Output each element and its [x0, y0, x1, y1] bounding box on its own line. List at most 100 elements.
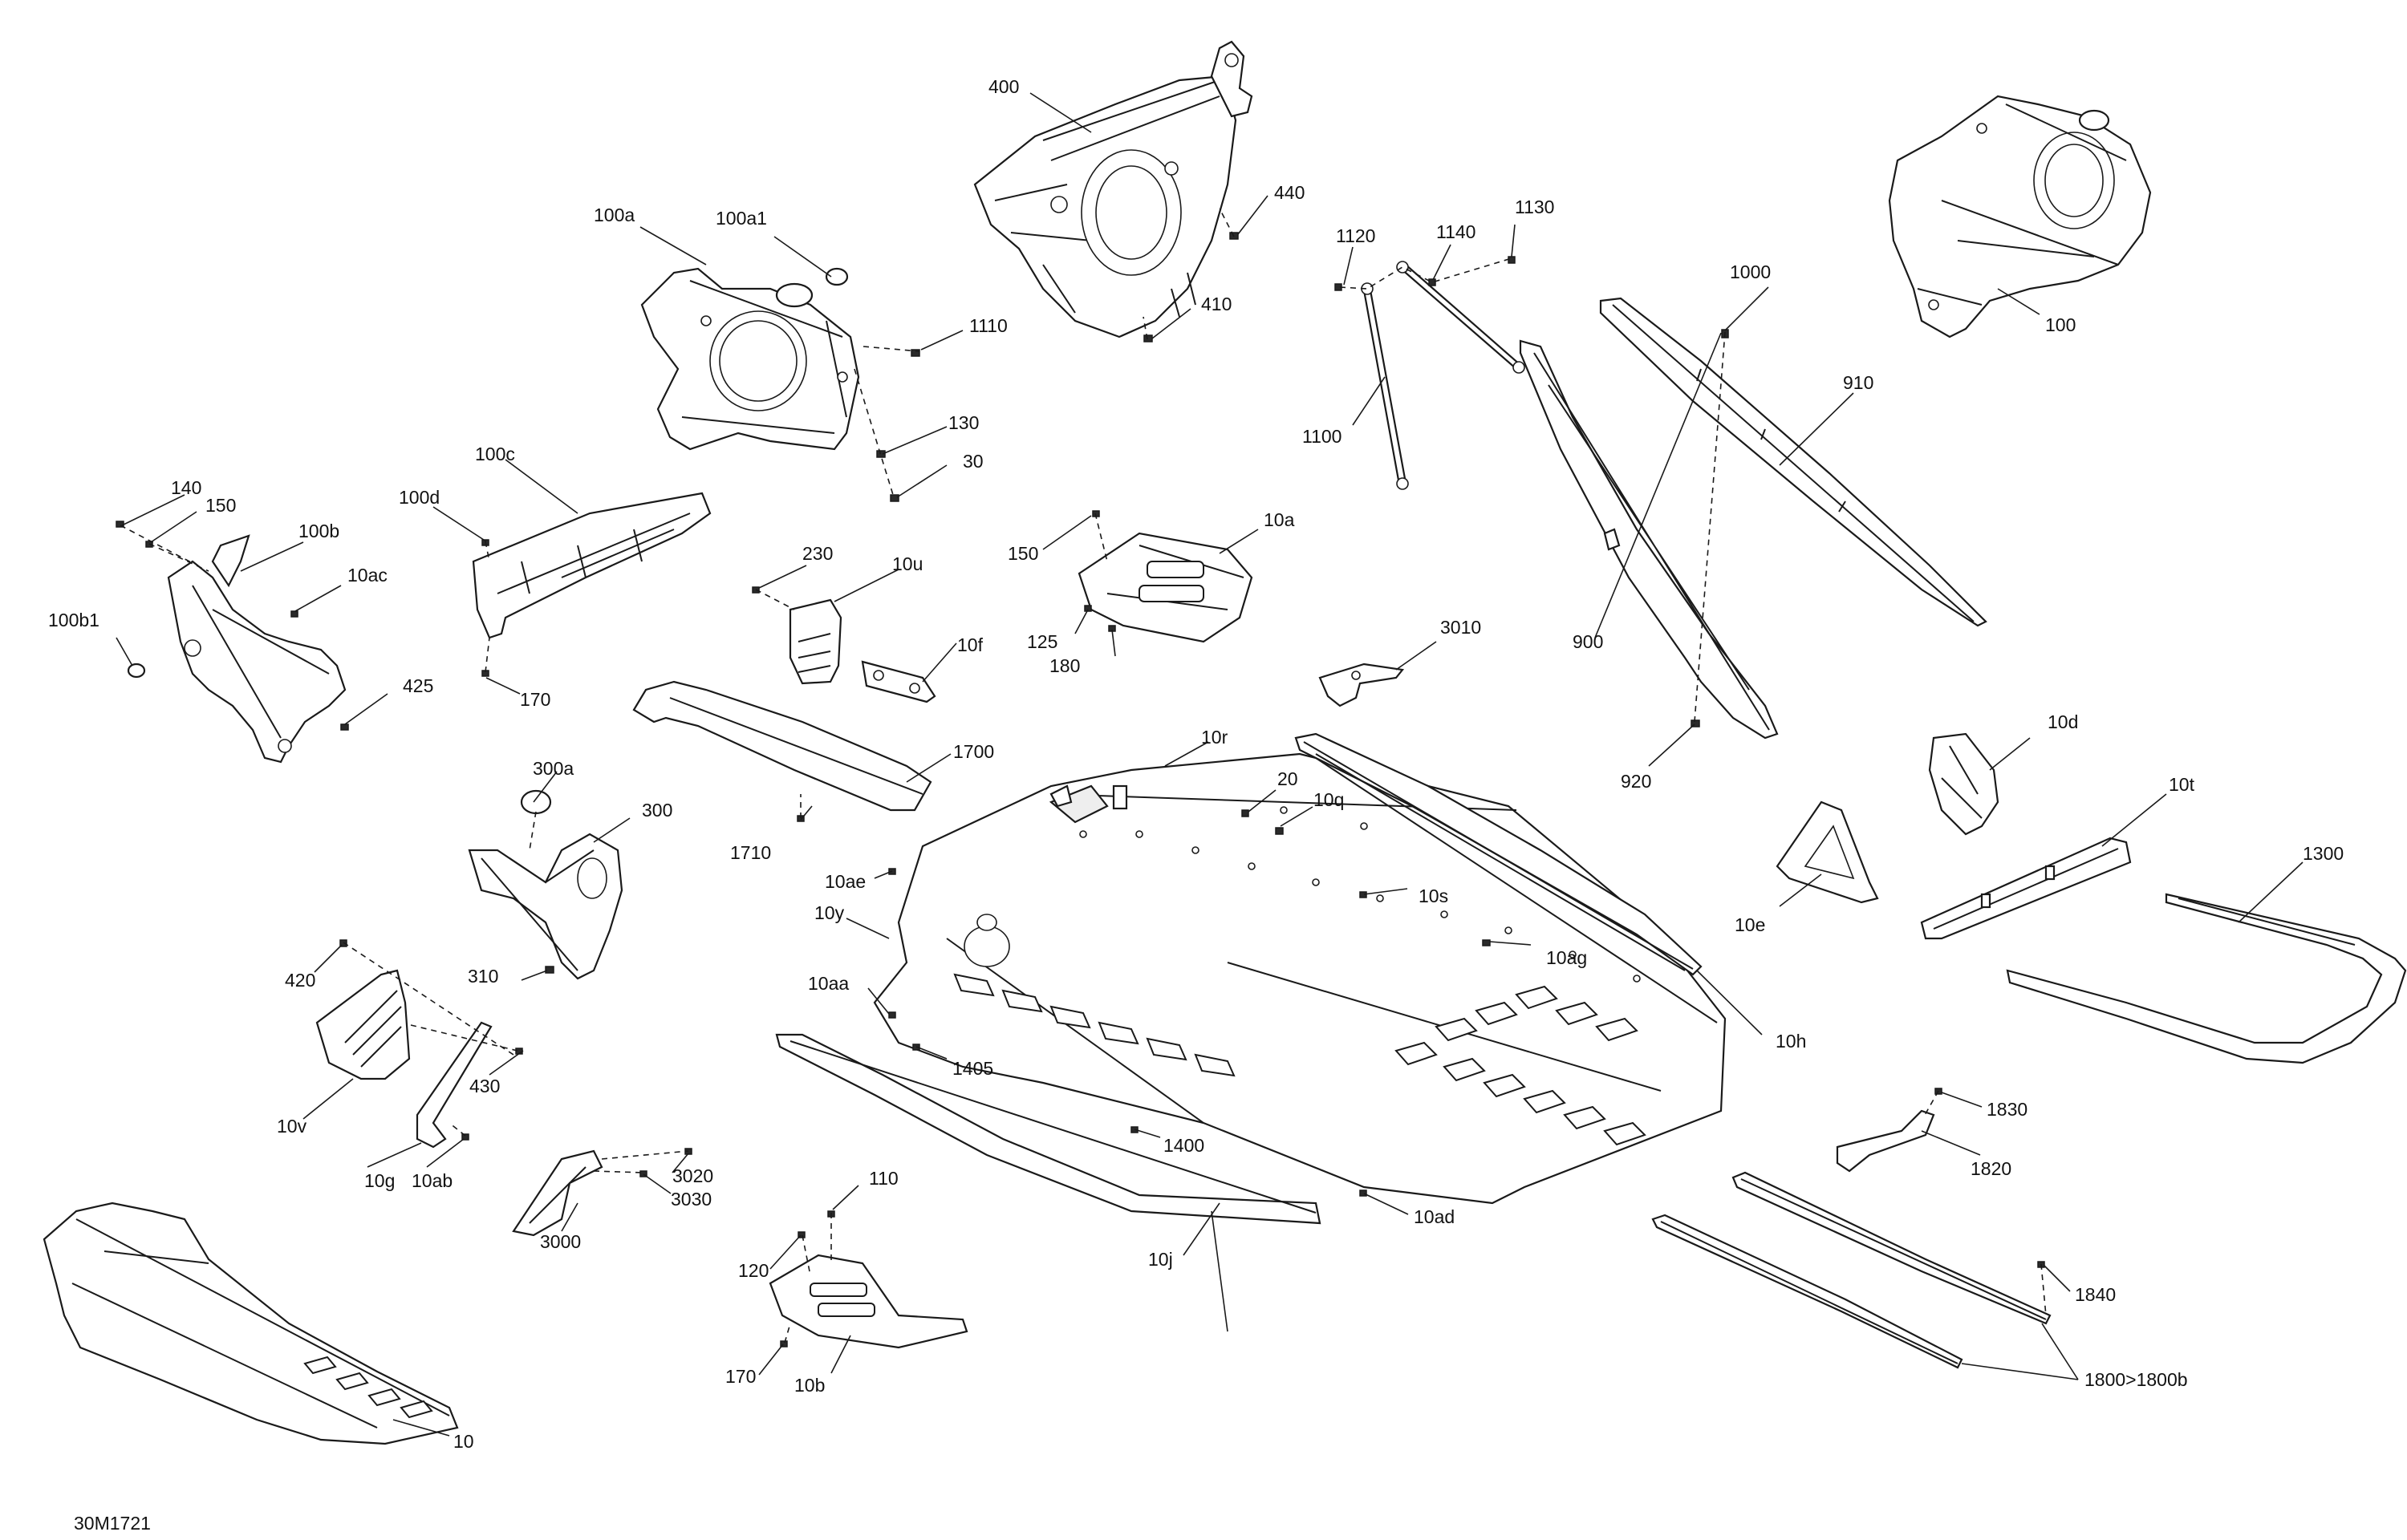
- part-frame-100a: [640, 267, 860, 451]
- part-bracket-10f: [861, 660, 936, 703]
- callout-3000: 3000: [540, 1231, 581, 1252]
- callout-900: 900: [1573, 631, 1603, 652]
- callout-10ad: 10ad: [1414, 1206, 1455, 1227]
- callout-100b1: 100b1: [48, 610, 99, 630]
- callout-1000: 1000: [1730, 261, 1771, 282]
- callout-30: 30: [963, 451, 984, 472]
- callout-10d: 10d: [2048, 711, 2078, 732]
- callout-1400: 1400: [1163, 1135, 1204, 1156]
- callout-100c: 100c: [475, 444, 515, 464]
- callout-1840: 1840: [2075, 1284, 2116, 1305]
- callout-10ab: 10ab: [412, 1170, 453, 1191]
- callout-10a: 10a: [1264, 509, 1295, 530]
- callout-3010: 3010: [1440, 617, 1481, 638]
- callout-300a: 300a: [533, 758, 574, 779]
- callout-1300: 1300: [2303, 843, 2344, 864]
- callout-110: 110: [869, 1168, 899, 1189]
- callout-10e: 10e: [1735, 914, 1765, 935]
- callout-10u: 10u: [892, 553, 923, 574]
- part-drawings: [43, 40, 2407, 1445]
- callout-1120: 1120: [1336, 225, 1375, 246]
- callout-10v: 10v: [277, 1116, 307, 1137]
- part-bracket-3010: [1318, 663, 1405, 707]
- callout-100a: 100a: [594, 205, 635, 225]
- part-rail-900: [1519, 329, 1779, 740]
- callout-1130: 1130: [1515, 197, 1554, 217]
- callout-10aa: 10aa: [808, 973, 849, 994]
- callout-1405: 1405: [952, 1058, 993, 1079]
- callout-300: 300: [642, 800, 672, 821]
- callout-410: 410: [1201, 294, 1232, 314]
- callout-10g: 10g: [364, 1170, 395, 1191]
- callout-120: 120: [738, 1260, 769, 1281]
- callout-100d: 100d: [399, 487, 440, 508]
- part-bracket-1820: [1836, 1088, 1942, 1173]
- tunnel-rivet-holes: [1079, 806, 1641, 983]
- callout-10ag: 10ag: [1546, 947, 1587, 968]
- callout-labels: 400 440 410 100a 100a1 1110 130 30 1120 …: [48, 76, 2344, 1452]
- part-tunnel-10-small: [43, 1202, 459, 1445]
- part-rods-1100-1140: [1334, 256, 1525, 490]
- callout-10b: 10b: [794, 1375, 825, 1396]
- callout-140: 140: [171, 477, 201, 498]
- callout-3020: 3020: [672, 1165, 713, 1186]
- part-bracket-3000: [512, 1148, 692, 1237]
- part-frame-100: [1888, 95, 2152, 338]
- callout-425: 425: [403, 675, 433, 696]
- callout-10j: 10j: [1148, 1249, 1173, 1270]
- callout-10ae: 10ae: [825, 871, 866, 892]
- part-bracket-10b: [769, 1210, 968, 1349]
- callout-10: 10: [453, 1431, 474, 1452]
- document-code: 30M1721: [74, 1513, 151, 1534]
- callout-1800-1800b: 1800>1800b: [2084, 1369, 2188, 1390]
- part-cap-100a1: [825, 267, 849, 286]
- part-gusset-10e: [1776, 800, 1879, 904]
- callout-10r: 10r: [1201, 727, 1228, 748]
- part-bracket-10u: [752, 586, 842, 685]
- part-rail-910: [1599, 297, 1987, 627]
- callout-1110: 1110: [969, 315, 1008, 336]
- part-rail-1700: [632, 680, 932, 822]
- callout-1140: 1140: [1436, 221, 1475, 242]
- part-bracket-300: [468, 789, 623, 980]
- part-front-frame-400: [973, 40, 1253, 338]
- callout-420: 420: [285, 970, 315, 991]
- callout-10t: 10t: [2169, 774, 2195, 795]
- leader-lines: [116, 92, 2303, 1437]
- callout-10ac: 10ac: [347, 565, 388, 586]
- part-frame-100b: [116, 521, 349, 764]
- callout-3030: 3030: [671, 1189, 712, 1210]
- part-tray-10a: [1078, 510, 1253, 643]
- callout-920: 920: [1621, 771, 1651, 792]
- callout-20: 20: [1277, 768, 1298, 789]
- callout-400: 400: [988, 76, 1019, 97]
- callout-10s: 10s: [1419, 886, 1448, 906]
- callout-10f: 10f: [957, 634, 984, 655]
- callout-1710: 1710: [730, 842, 771, 863]
- callout-910: 910: [1843, 372, 1873, 393]
- callout-100: 100: [2045, 314, 2076, 335]
- callout-1700: 1700: [953, 741, 994, 762]
- part-bracket-10d: [1928, 732, 1999, 836]
- assembly-lines: [120, 208, 2047, 1343]
- callout-230: 230: [802, 543, 833, 564]
- callout-10y: 10y: [814, 902, 845, 923]
- callout-170-b: 170: [725, 1366, 756, 1387]
- callout-10q: 10q: [1313, 789, 1344, 810]
- callout-1830: 1830: [1987, 1099, 2027, 1120]
- part-grille-10v: [315, 939, 411, 1080]
- callout-1820: 1820: [1971, 1158, 2011, 1179]
- callout-440: 440: [1274, 182, 1305, 203]
- part-bar-10j: [775, 1033, 1321, 1225]
- callout-1100: 1100: [1302, 426, 1342, 447]
- callout-150-b: 150: [1008, 543, 1038, 564]
- part-bumper-1300: [2006, 893, 2407, 1064]
- callout-180: 180: [1049, 655, 1080, 676]
- tunnel-slot-pattern: [953, 973, 1646, 1146]
- callout-430: 430: [469, 1076, 500, 1096]
- part-rails-1800: [1651, 1171, 2052, 1369]
- callout-125: 125: [1027, 631, 1057, 652]
- callout-170: 170: [520, 689, 550, 710]
- part-tunnel-10: [873, 752, 1727, 1205]
